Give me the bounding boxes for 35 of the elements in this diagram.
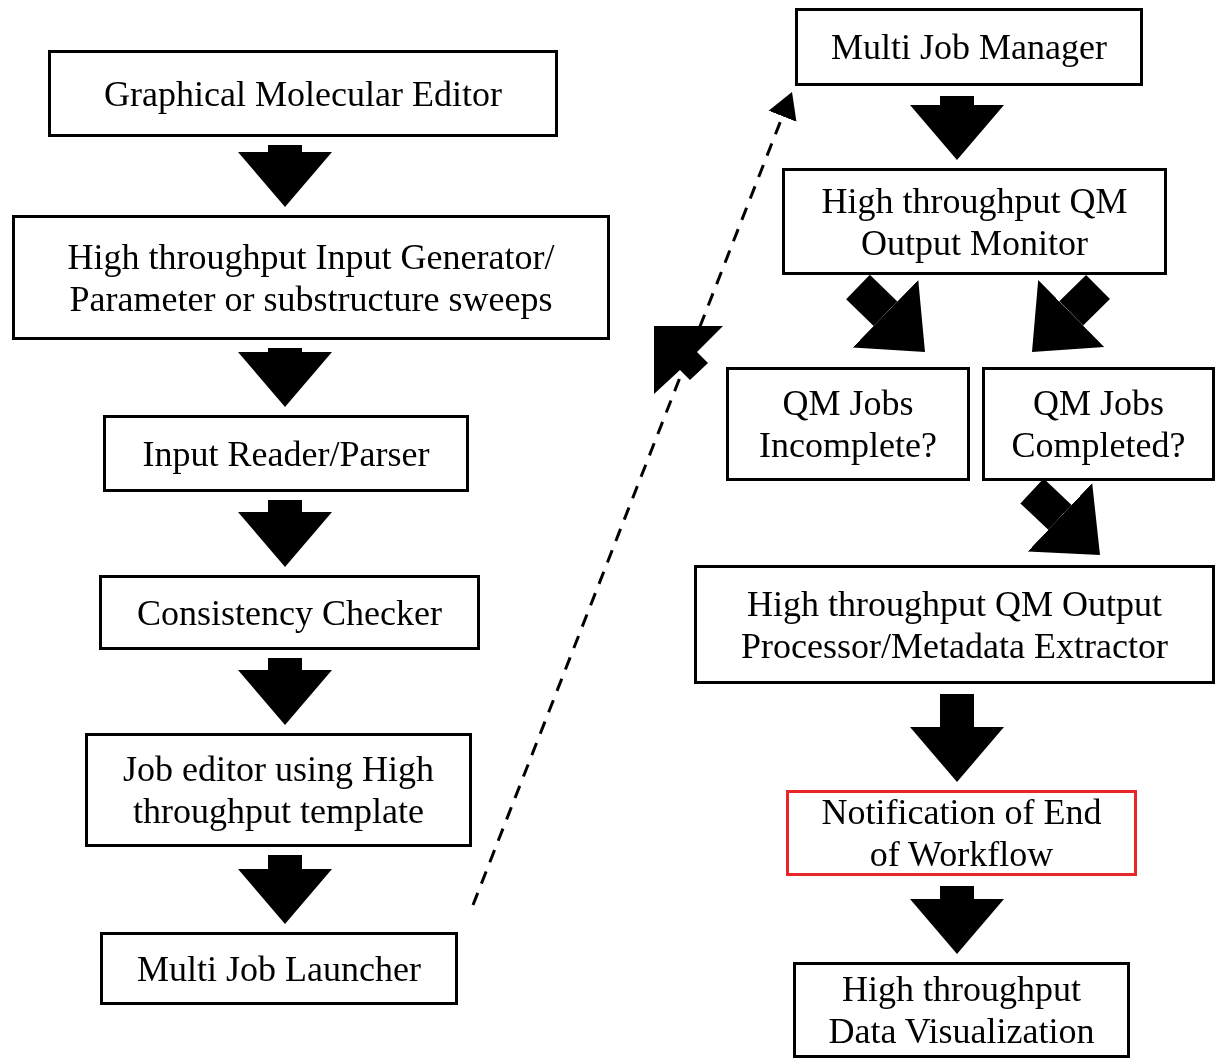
dashed-arrow: [471, 92, 797, 906]
process-box: [982, 367, 1215, 481]
box-label: Multi Job Manager: [831, 26, 1107, 68]
process-box: [48, 50, 558, 137]
box-label: Notification of End of Workflow: [820, 791, 1103, 875]
process-box: [103, 415, 469, 492]
box-label: QM Jobs Incomplete?: [758, 382, 938, 466]
process-box: [12, 215, 610, 340]
process-box: [786, 790, 1137, 876]
box-label: Input Reader/Parser: [142, 432, 430, 475]
process-box: [795, 8, 1143, 86]
block-arrow: [910, 694, 1004, 782]
block-arrow: [238, 855, 332, 924]
process-box: [726, 367, 970, 481]
box-label: High throughput QM Output Processor/Metadata Extractor: [740, 582, 1169, 667]
box-label: QM Jobs Completed?: [1010, 382, 1187, 466]
box-label: High throughput Input Generator/ Parameter or substructure sweeps: [66, 235, 556, 320]
process-box: [793, 962, 1130, 1058]
block-arrow: [238, 658, 332, 725]
block-arrow: [910, 96, 1004, 160]
box-label: Multi Job Launcher: [137, 947, 421, 990]
process-box: [100, 932, 458, 1005]
process-box: [85, 733, 472, 847]
box-label: Graphical Molecular Editor: [104, 72, 502, 115]
box-label: Job editor using High throughput template: [122, 748, 435, 832]
box-label: High throughput QM Output Monitor: [820, 179, 1129, 264]
process-box: [694, 565, 1215, 684]
block-arrow: [238, 500, 332, 567]
process-box: [782, 168, 1167, 275]
box-label: High throughput Data Visualization: [827, 968, 1096, 1052]
process-box: [99, 575, 480, 650]
box-label: Consistency Checker: [137, 591, 442, 634]
block-arrow: [238, 145, 332, 207]
block-arrow: [910, 886, 1004, 954]
block-arrow: [238, 348, 332, 407]
